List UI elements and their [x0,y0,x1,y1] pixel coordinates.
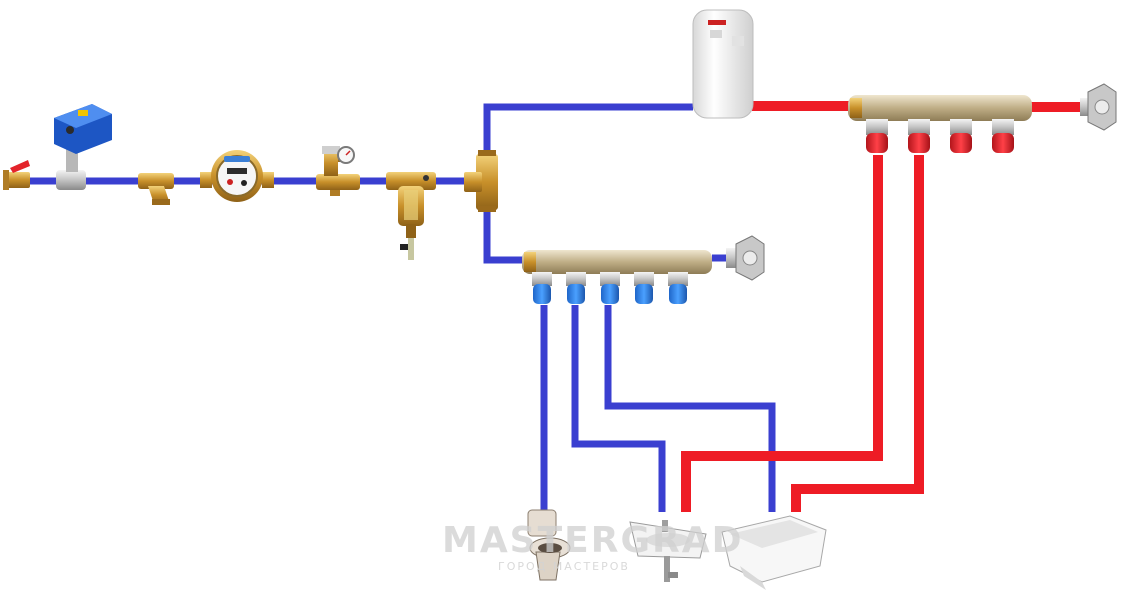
hot-manifold-outlets [866,119,1014,153]
hot-manifold-end-vent [1080,83,1117,131]
water-heater [692,9,754,119]
cold-manifold-end-vent [726,235,765,281]
cold-pipe-to-manifold [483,205,528,264]
hot-pipe-bath [791,155,924,512]
toilet [527,509,571,581]
inlet-ball-valve [3,160,30,190]
sink [629,520,707,582]
hot-pipe-sink [681,155,883,512]
watermark: MASTERGRAD ГОРОД МАСТЕРОВ [442,520,744,573]
motorized-shutoff-valve [54,104,112,190]
cold-pipe-sink [571,305,666,512]
tee-fitting [464,150,498,212]
hot-manifold [848,83,1117,153]
hot-water-pipes [681,101,1090,512]
cold-pipe-to-heater [483,103,693,160]
watermark-tagline: ГОРОД МАСТЕРОВ [498,560,630,573]
pressure-reducer [316,146,360,196]
cold-manifold [522,235,765,304]
y-strainer [138,173,174,205]
water-meter [200,150,274,202]
bathtub [721,515,827,590]
cold-water-pipes [30,103,776,512]
watermark-brand: MASTERGRAD [442,520,744,561]
filter [386,172,436,260]
cold-manifold-outlets [532,272,688,304]
